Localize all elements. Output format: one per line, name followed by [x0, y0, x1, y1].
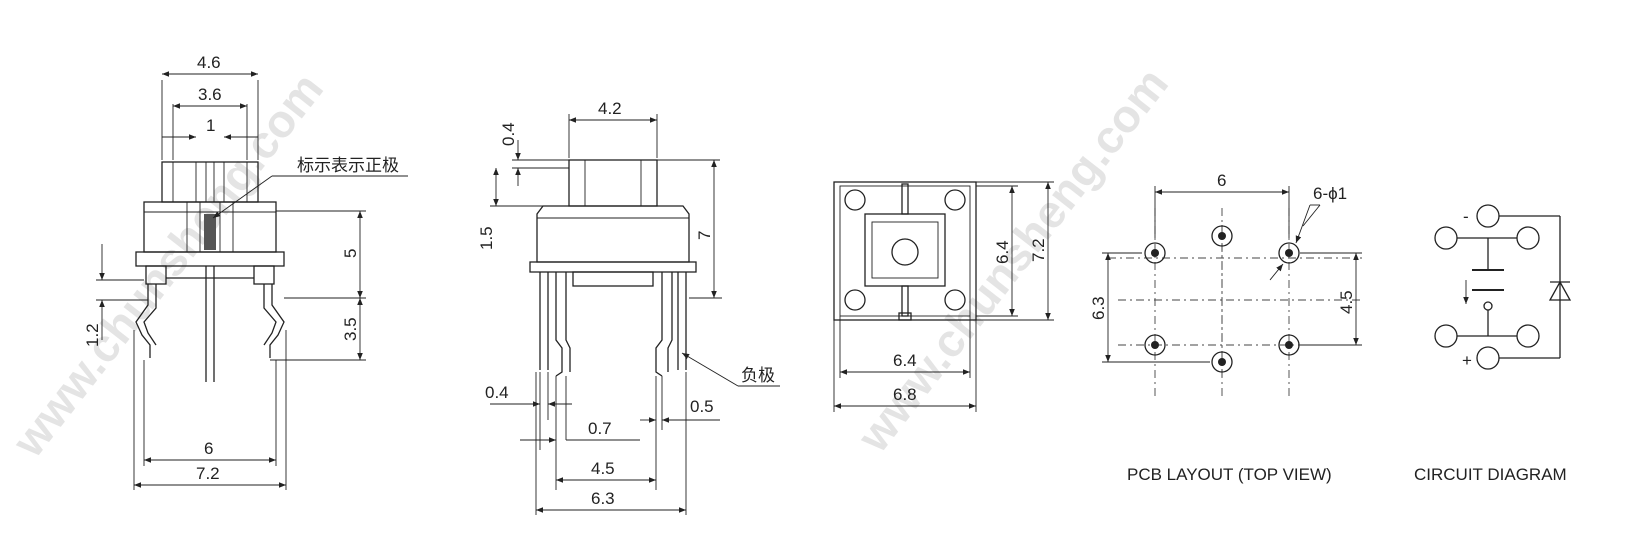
dim-offset-height: 1.2 — [83, 323, 102, 347]
dim-pcb-holes: 6-ϕ1 — [1313, 184, 1347, 203]
dim-top-outer-width: 6.8 — [893, 385, 917, 404]
dim-top-width: 4.6 — [197, 53, 221, 72]
side-view: 标示表示正极 4.6 3.6 1 5 3.5 1.2 6 — [83, 53, 408, 490]
dim-pin-height: 3.5 — [341, 317, 360, 341]
dim-overall-width: 7.2 — [196, 464, 220, 483]
dim-mid-width: 3.6 — [198, 85, 222, 104]
dim-top-inner-width: 6.4 — [893, 351, 917, 370]
dim-pcb-pitch-y: 6.3 — [1089, 296, 1108, 320]
polarity-note-positive: 标示表示正极 — [297, 156, 399, 175]
dim-pin-pitch-front: 4.5 — [591, 459, 615, 478]
dim-pin-gap: 0.7 — [588, 419, 612, 438]
dim-stem-height: 0.4 — [499, 122, 518, 146]
dim-pcb-offset-y: 4.5 — [1337, 290, 1356, 314]
dim-pin-thickness: 0.5 — [690, 397, 714, 416]
circuit-minus-sign: - — [1463, 207, 1469, 226]
dim-pcb-pitch-x: 6 — [1217, 171, 1226, 190]
dim-pin-width: 0.4 — [485, 383, 509, 402]
dim-top-outer-height: 7.2 — [1029, 238, 1048, 262]
top-view: 6.4 7.2 6.4 6.8 — [833, 181, 1054, 412]
dim-total-height: 7 — [695, 231, 714, 240]
circuit-diagram-caption: CIRCUIT DIAGRAM — [1414, 465, 1567, 484]
dim-pin-pitch: 6 — [204, 439, 213, 458]
dim-base-height: 1.5 — [477, 226, 496, 250]
pcb-layout-caption: PCB LAYOUT (TOP VIEW) — [1127, 465, 1332, 484]
dim-inner-width: 1 — [206, 116, 215, 135]
circuit-plus-sign: + — [1462, 351, 1472, 370]
watermark-1: www.chunsheng.com — [1, 63, 333, 467]
circuit-diagram: - + CIRCUIT DIAGRAM — [1414, 204, 1572, 484]
dim-top-inner-height: 6.4 — [993, 240, 1012, 264]
polarity-note-negative: 负极 — [741, 366, 775, 385]
dim-cap-width: 4.2 — [598, 99, 622, 118]
dim-overall-width-front: 6.3 — [591, 489, 615, 508]
front-view: 负极 4.2 0.4 1.5 7 0.4 0.7 0.5 4.5 — [477, 99, 780, 515]
dim-body-height: 5 — [341, 249, 360, 258]
pcb-layout: 6 6-ϕ1 6.3 4.5 PCB LAYOUT (TOP VIEW) — [1089, 171, 1362, 484]
